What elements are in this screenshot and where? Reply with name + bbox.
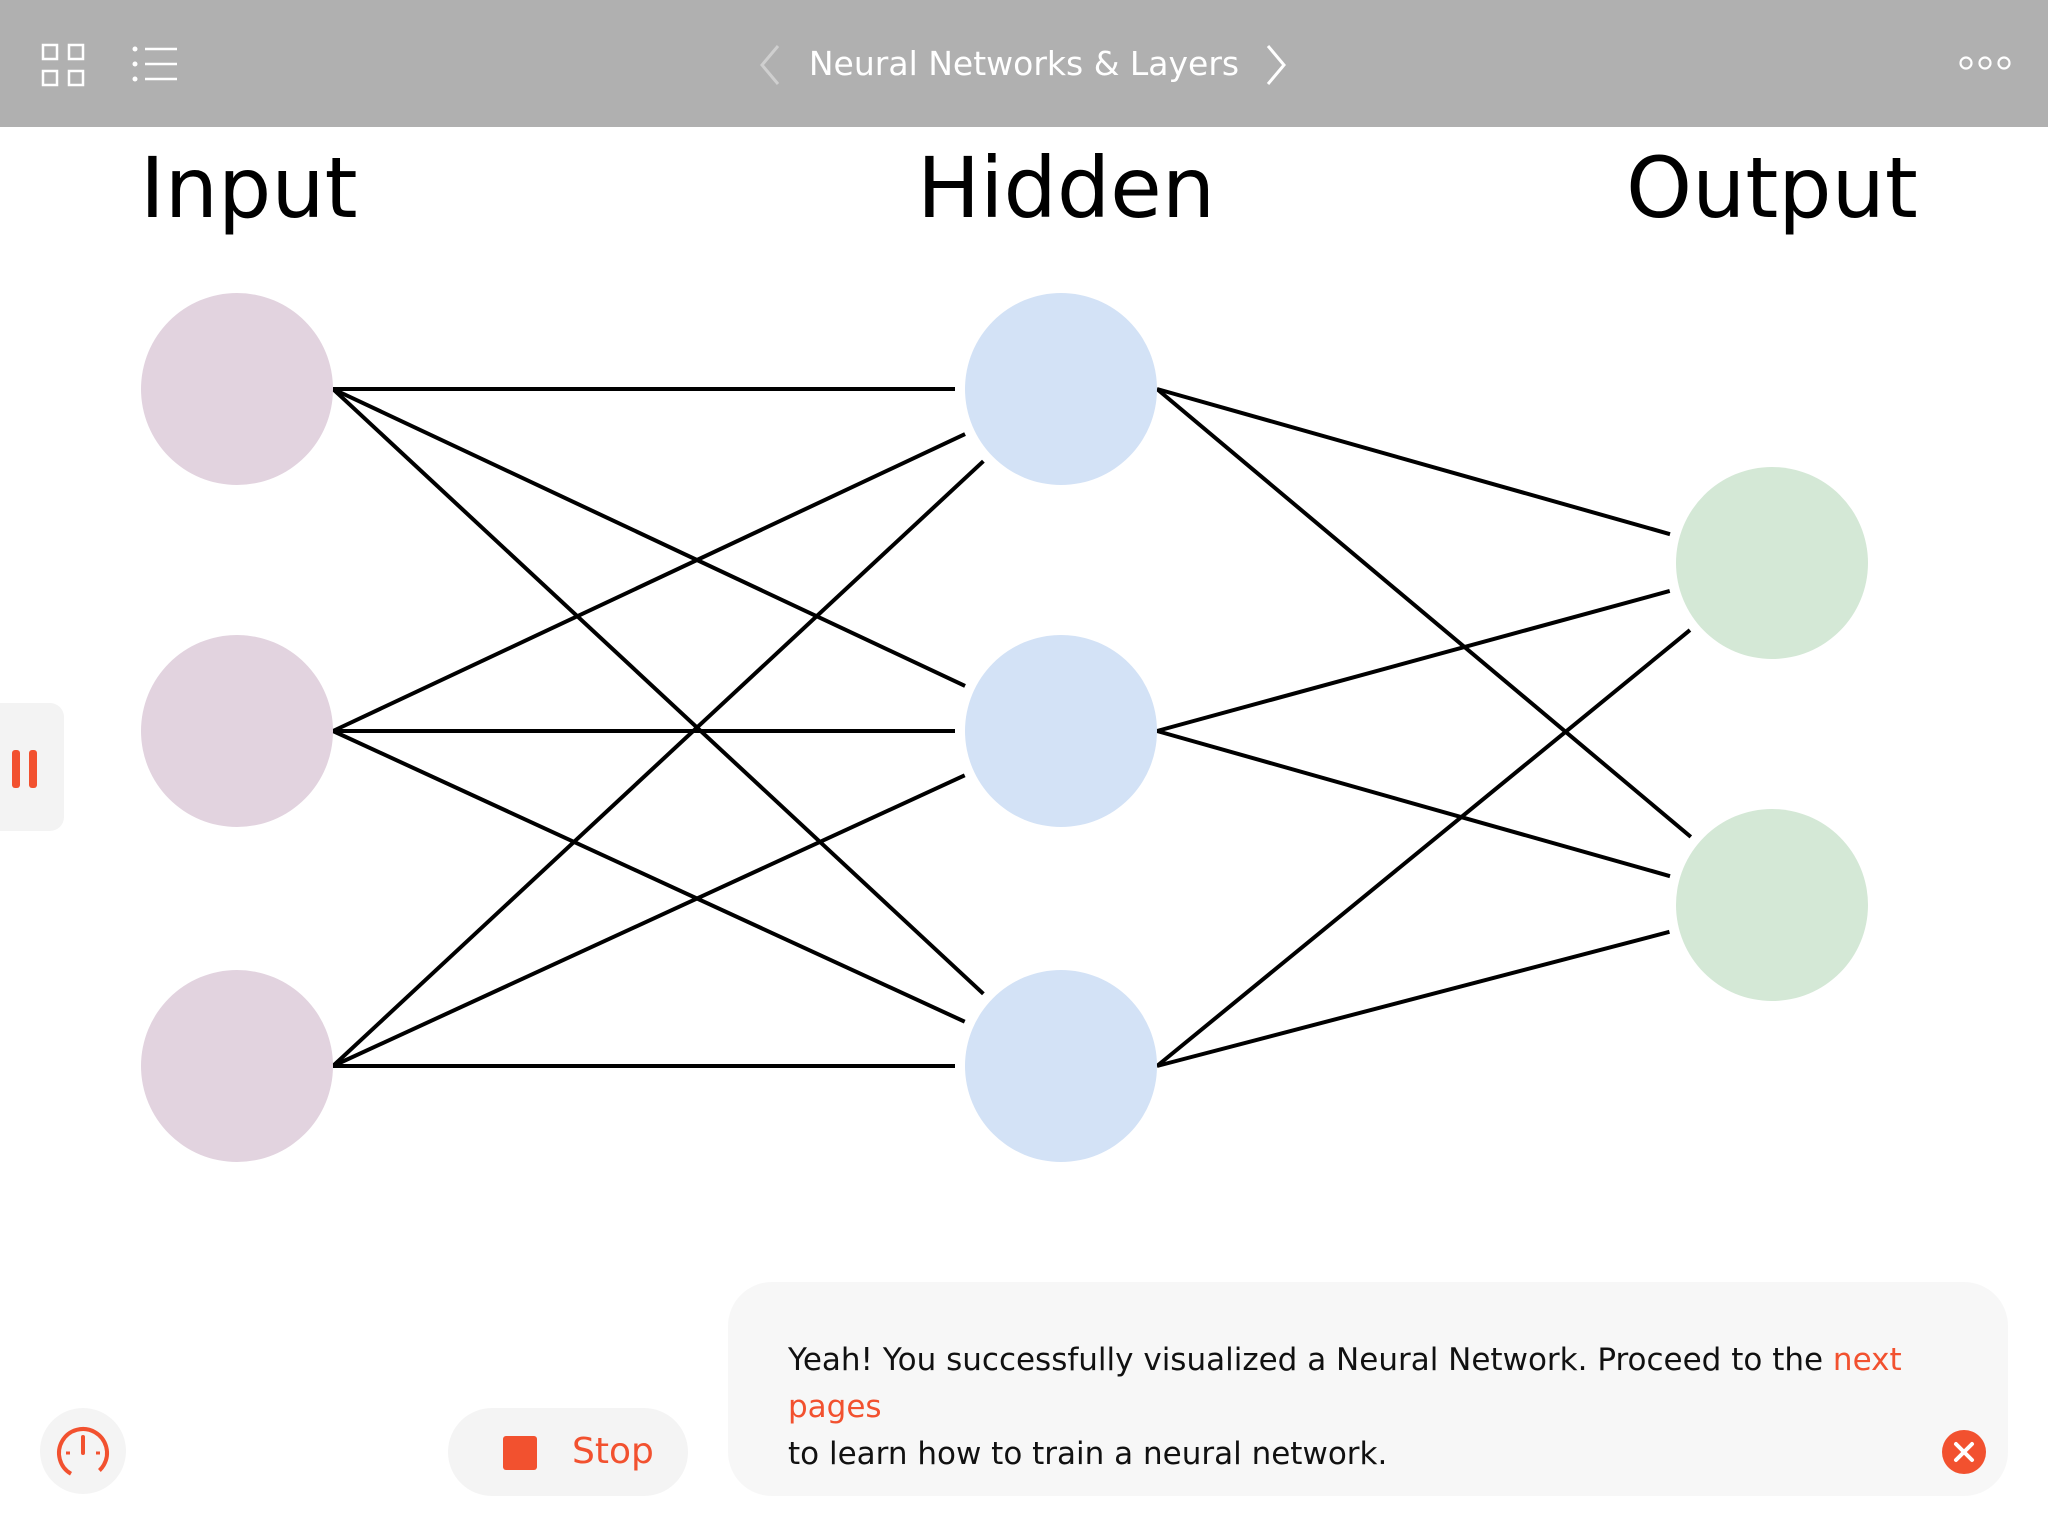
chevron-right-icon[interactable] [1260,42,1290,88]
close-icon [1954,1442,1974,1462]
hidden-output-edge-2-2 [1156,729,1671,879]
page-title: Neural Networks & Layers [808,44,1240,83]
speedometer-icon [57,1427,109,1479]
message-card: Yeah! You successfully visualized a Neur… [728,1282,2008,1496]
input-node-2 [141,635,333,827]
hidden-output-edge-3-2 [1156,929,1670,1068]
message-text-before: Yeah! You successfully visualized a Neur… [788,1342,1833,1378]
hidden-layer-heading: Hidden [917,139,1216,237]
pause-button[interactable] [0,703,64,831]
input-hidden-edge-3-1 [331,459,985,1068]
input-hidden-edge-1-3 [331,387,985,996]
speed-button[interactable] [40,1408,126,1494]
stop-icon [503,1436,537,1470]
network-edges [331,387,1693,1068]
stop-button[interactable]: Stop [448,1408,688,1496]
input-hidden-edge-2-1 [332,432,966,733]
output-node-2 [1676,809,1868,1001]
input-node-3 [141,970,333,1162]
hidden-output-edge-1-1 [1156,387,1671,537]
input-node-1 [141,293,333,485]
input-hidden-edge-2-3 [332,729,966,1024]
grid-icon[interactable] [40,42,86,88]
network-nodes [141,293,1868,1162]
stop-button-label: Stop [572,1431,654,1472]
close-button[interactable] [1942,1430,1986,1474]
more-icon[interactable] [1958,52,2012,74]
input-hidden-edge-1-2 [332,387,966,688]
hidden-output-edge-2-1 [1156,589,1671,733]
input-layer-heading: Input [140,139,358,237]
next-pages-link[interactable]: next pages [788,1342,1902,1425]
message-text-after: to learn how to train a neural network. [788,1436,1388,1472]
hidden-node-2 [965,635,1157,827]
output-layer-heading: Output [1626,139,1918,237]
message-text: Yeah! You successfully visualized a Neur… [788,1337,1948,1478]
list-icon[interactable] [131,44,179,84]
hidden-node-1 [965,293,1157,485]
hidden-node-3 [965,970,1157,1162]
top-bar: Neural Networks & Layers [0,0,2048,127]
chevron-left-icon[interactable] [756,42,786,88]
output-node-1 [1676,467,1868,659]
input-hidden-edge-3-2 [332,773,966,1068]
hidden-output-edge-3-1 [1155,628,1692,1068]
hidden-output-edge-1-2 [1155,387,1693,839]
